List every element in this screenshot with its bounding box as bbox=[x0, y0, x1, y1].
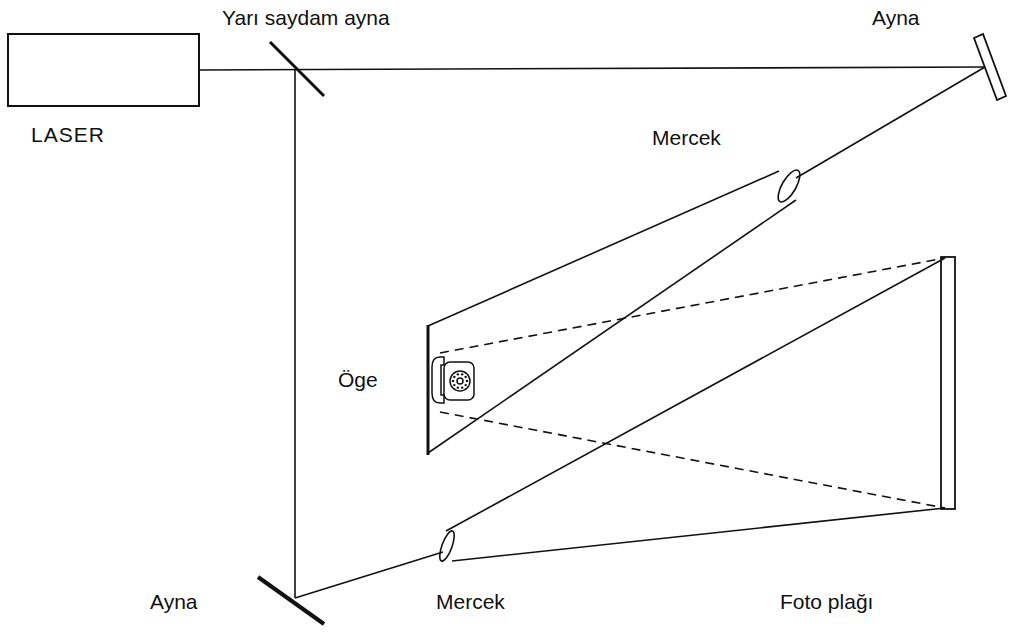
object-plate bbox=[427, 325, 430, 455]
telephone-dial bbox=[452, 373, 468, 389]
laser-beam bbox=[200, 67, 985, 70]
dial-hole bbox=[452, 380, 454, 382]
component-label: Ayna bbox=[872, 6, 920, 29]
node-label: LASER bbox=[31, 123, 105, 147]
object-cone bbox=[428, 200, 796, 453]
dial-hole bbox=[457, 386, 459, 388]
reference-beam bbox=[294, 70, 296, 598]
dial-hole bbox=[464, 376, 466, 378]
beam-splitter bbox=[270, 42, 324, 96]
scattered-light bbox=[440, 412, 945, 508]
bottom-mirror bbox=[258, 577, 324, 624]
component-label: Mercek bbox=[436, 590, 505, 613]
upper-lens bbox=[774, 167, 804, 205]
reference-beam bbox=[295, 552, 443, 598]
telephone-object bbox=[432, 357, 474, 403]
dial-hole bbox=[461, 373, 463, 375]
laser-box: LASER bbox=[7, 33, 200, 107]
dial-hole bbox=[453, 376, 455, 378]
object-beam bbox=[796, 67, 985, 178]
component-label: Yarı saydam ayna bbox=[222, 6, 390, 29]
reference-cone bbox=[446, 258, 945, 531]
component-label: Foto plağı bbox=[780, 590, 873, 613]
dial-hole bbox=[453, 384, 455, 386]
component-label: Ayna bbox=[150, 590, 198, 613]
photo-plate bbox=[941, 257, 955, 509]
lower-lens bbox=[437, 529, 457, 562]
top-mirror bbox=[974, 34, 1006, 100]
scattered-light bbox=[440, 258, 945, 353]
component-label: Mercek bbox=[652, 126, 721, 149]
dial-hole bbox=[461, 386, 463, 388]
reference-cone bbox=[452, 508, 945, 561]
dial-hole bbox=[457, 373, 459, 375]
dial-hole bbox=[464, 384, 466, 386]
component-label: Öge bbox=[338, 368, 378, 391]
dial-hole bbox=[466, 380, 468, 382]
